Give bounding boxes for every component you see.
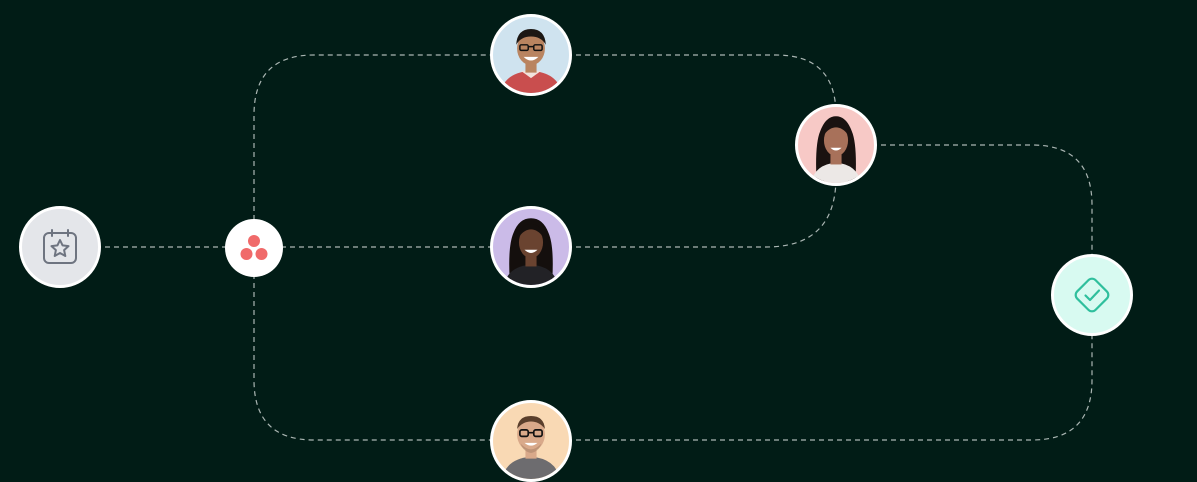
connector-hub-to-bottom [253,247,531,441]
hub-node [225,219,283,277]
connector-middle-to-upper-right [531,145,837,248]
connector-bottom-to-approval [531,296,1093,441]
avatar-bottom [490,400,572,482]
connector-upper-right-to-approval [836,144,1093,296]
connector-hub-to-top [253,54,531,247]
calendar-star-icon [41,228,79,266]
connector-top-to-upper-right [531,54,837,145]
start-node [19,206,101,288]
avatar-upper-right [795,104,877,186]
check-diamond-icon [1070,273,1114,317]
avatar-top [490,14,572,96]
approval-node [1051,254,1133,336]
avatar-middle [490,206,572,288]
asana-logo-icon [239,234,269,262]
